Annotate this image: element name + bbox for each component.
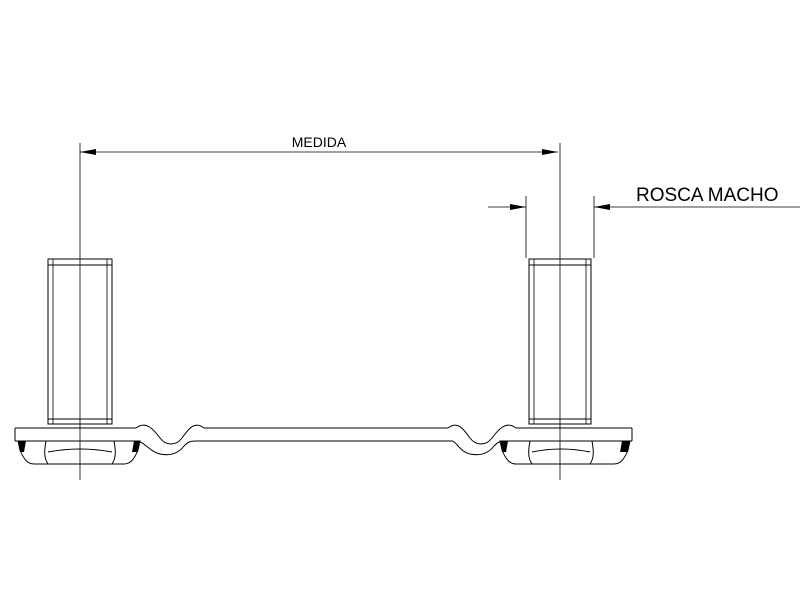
left-hex-nut bbox=[17, 440, 141, 465]
right-thread-body bbox=[528, 258, 592, 425]
callout-arrow-left bbox=[510, 204, 526, 210]
callout-rosca-macho: ROSCA MACHO bbox=[488, 185, 800, 258]
dimension-arrow-right bbox=[542, 149, 558, 155]
base-plate bbox=[14, 424, 633, 456]
left-thread-body bbox=[47, 258, 113, 425]
left-stud bbox=[47, 143, 113, 480]
right-stud bbox=[528, 143, 592, 480]
dimension-label: MEDIDA bbox=[292, 134, 347, 150]
dimension-medida: MEDIDA bbox=[80, 134, 558, 155]
right-hex-nut bbox=[499, 440, 631, 465]
dimension-arrow-left bbox=[80, 149, 96, 155]
callout-arrow-right bbox=[594, 204, 610, 210]
callout-label: ROSCA MACHO bbox=[636, 185, 779, 206]
